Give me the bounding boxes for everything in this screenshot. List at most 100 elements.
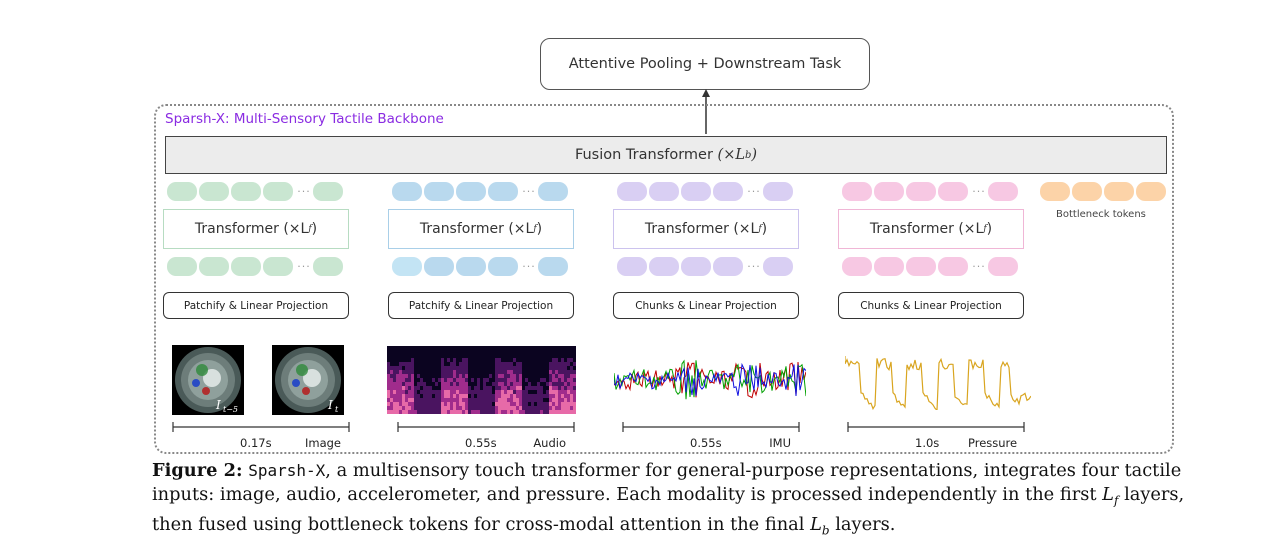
imu-input-tokens: ··· xyxy=(617,256,795,276)
image-output-tokens: ··· xyxy=(167,181,345,201)
output-arrow xyxy=(702,89,710,134)
audio-output-tokens: ··· xyxy=(392,181,570,201)
pressure-token xyxy=(842,181,872,201)
imu-token xyxy=(681,181,711,201)
fusion-factor: (×L xyxy=(717,147,745,163)
image-token xyxy=(263,181,293,201)
image-projection: Patchify & Linear Projection xyxy=(163,292,349,319)
fusion-sub: b xyxy=(744,149,752,161)
pressure-duration: 1.0s xyxy=(915,436,940,450)
pressure-input-tokens: ··· xyxy=(842,256,1020,276)
fusion-close: ) xyxy=(751,147,758,163)
bottleneck-token-row xyxy=(1040,181,1168,201)
pressure-token xyxy=(988,256,1018,276)
image-token xyxy=(231,181,261,201)
imu-token xyxy=(617,181,647,201)
imu-modality-label: IMU xyxy=(769,436,791,450)
ellipsis: ··· xyxy=(297,259,311,273)
ellipsis: ··· xyxy=(522,259,536,273)
imu-signal-plot xyxy=(614,359,806,400)
audio-token xyxy=(424,181,454,201)
audio-transformer-close: ) xyxy=(536,221,543,237)
audio-token xyxy=(538,181,568,201)
pressure-signal-plot xyxy=(845,356,1031,410)
ellipsis: ··· xyxy=(972,259,986,273)
audio-spectrogram xyxy=(387,346,576,414)
ellipsis: ··· xyxy=(972,184,986,198)
image-token xyxy=(263,256,293,276)
downstream-task-box: Attentive Pooling + Downstream Task xyxy=(540,38,870,90)
frame-label-2: I xyxy=(327,398,333,412)
tactile-image-frame-1: I t−5 xyxy=(172,345,244,415)
downstream-task-label: Attentive Pooling + Downstream Task xyxy=(568,56,842,72)
frame-label-1: I xyxy=(215,398,221,412)
bottleneck-token xyxy=(1040,181,1070,201)
audio-projection-label: Patchify & Linear Projection xyxy=(408,299,554,312)
bottleneck-label: Bottleneck tokens xyxy=(1056,209,1146,220)
audio-transformer-sub: f xyxy=(533,224,537,234)
image-duration: 0.17s xyxy=(240,436,272,450)
imu-token xyxy=(617,256,647,276)
imu-token xyxy=(681,256,711,276)
audio-input-tokens: ··· xyxy=(392,256,570,276)
caption-label: Figure 2: xyxy=(152,460,243,481)
pressure-token xyxy=(906,256,936,276)
image-transformer-sub: f xyxy=(308,224,312,234)
caption-text2: layers, then fused using bottleneck toke… xyxy=(152,484,1185,535)
imu-output-tokens: ··· xyxy=(617,181,795,201)
pressure-output-tokens: ··· xyxy=(842,181,1020,201)
imu-token xyxy=(649,256,679,276)
backbone-title: Sparsh-X: Multi-Sensory Tactile Backbone xyxy=(165,111,444,127)
audio-timeline xyxy=(397,422,575,432)
imu-token xyxy=(649,181,679,201)
image-token xyxy=(167,181,197,201)
imu-timeline xyxy=(622,422,800,432)
image-token xyxy=(199,181,229,201)
pressure-token xyxy=(842,256,872,276)
image-token xyxy=(231,256,261,276)
image-token xyxy=(167,256,197,276)
audio-token xyxy=(456,181,486,201)
audio-token xyxy=(392,181,422,201)
pressure-projection-label: Chunks & Linear Projection xyxy=(860,299,1002,312)
image-token xyxy=(313,181,343,201)
ellipsis: ··· xyxy=(747,259,761,273)
imu-token xyxy=(713,181,743,201)
image-token xyxy=(313,256,343,276)
image-transformer-close: ) xyxy=(311,221,318,237)
imu-transformer-close: ) xyxy=(761,221,768,237)
audio-token xyxy=(456,256,486,276)
imu-duration: 0.55s xyxy=(690,436,722,450)
audio-duration: 0.55s xyxy=(465,436,497,450)
caption-text3: layers. xyxy=(829,513,896,535)
ellipsis: ··· xyxy=(522,184,536,198)
caption-lf: L xyxy=(1102,484,1114,505)
audio-projection: Patchify & Linear Projection xyxy=(388,292,574,319)
audio-token xyxy=(488,181,518,201)
image-projection-label: Patchify & Linear Projection xyxy=(183,299,329,312)
imu-token xyxy=(763,181,793,201)
imu-projection-label: Chunks & Linear Projection xyxy=(635,299,777,312)
backbone-container xyxy=(154,104,1174,454)
pressure-token xyxy=(938,256,968,276)
pressure-token xyxy=(906,181,936,201)
bottleneck-token xyxy=(1136,181,1166,201)
audio-token xyxy=(538,256,568,276)
pressure-transformer-label: Transformer (×L xyxy=(869,221,984,237)
caption-model: Sparsh-X xyxy=(248,461,326,480)
frame-sub-1: t−5 xyxy=(223,405,238,414)
audio-token xyxy=(488,256,518,276)
image-modality-label: Image xyxy=(304,436,341,450)
ellipsis: ··· xyxy=(297,184,311,198)
image-token xyxy=(199,256,229,276)
caption-lb-sub: b xyxy=(821,523,830,538)
caption-text1: , a multisensory touch transformer for g… xyxy=(152,460,1182,505)
frame-sub-2: t xyxy=(335,405,339,414)
tactile-image-frame-2: I t xyxy=(272,345,344,415)
caption-lb: L xyxy=(810,513,822,535)
